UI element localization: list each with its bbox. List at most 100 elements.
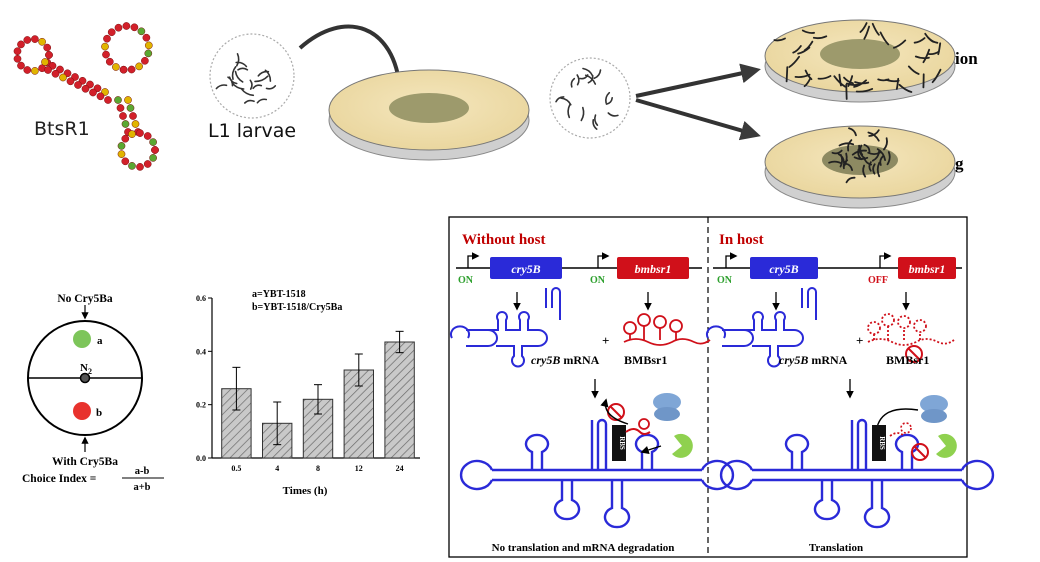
x-tick-label: 12 bbox=[355, 464, 363, 473]
worm bbox=[580, 106, 585, 122]
cry5b-mrna-right bbox=[706, 287, 817, 368]
mrna-structure bbox=[459, 459, 494, 491]
worm bbox=[871, 22, 880, 36]
nucleotide-bead bbox=[41, 58, 49, 66]
panel-right-title: In host bbox=[719, 232, 764, 248]
panel-without-host: Without host ON cry5B ON bmbsr1 cry5B mR… bbox=[450, 232, 735, 554]
worm bbox=[254, 75, 269, 83]
mrna-structure bbox=[813, 480, 841, 521]
y-tick-label: 0.6 bbox=[196, 294, 206, 303]
worm bbox=[785, 66, 789, 83]
gene-bmbsr1-left bbox=[617, 257, 689, 279]
worm bbox=[257, 70, 270, 77]
worm bbox=[560, 97, 572, 106]
worm bbox=[922, 48, 931, 64]
bound-srna bbox=[625, 428, 651, 435]
larvae-label: L1 larvae bbox=[208, 120, 296, 142]
larvae-circle-2 bbox=[549, 57, 631, 139]
worm bbox=[801, 29, 815, 34]
nucleotide-bead bbox=[114, 96, 122, 104]
bmbsr1-srna-right-dotted bbox=[867, 313, 955, 363]
nucleotide-bead bbox=[89, 88, 97, 97]
inhibit-icon bbox=[905, 345, 923, 363]
rbs-label: RBS bbox=[878, 436, 886, 450]
mrna-structure bbox=[719, 459, 754, 491]
worm bbox=[812, 35, 828, 40]
nucleotide-bead bbox=[23, 36, 32, 44]
unbound-srna bbox=[889, 432, 905, 437]
gene2-state-left: ON bbox=[590, 275, 606, 286]
nucleotide-bead bbox=[143, 132, 152, 140]
worm bbox=[240, 88, 255, 97]
worm bbox=[838, 73, 842, 87]
worm bbox=[914, 55, 930, 60]
plus-left: + bbox=[602, 333, 609, 348]
worm bbox=[587, 74, 594, 84]
mrna-structure bbox=[700, 459, 735, 491]
no-cry5ba-label: No Cry5Ba bbox=[57, 293, 113, 305]
transfer-arrow bbox=[298, 24, 409, 94]
nucleotide-bead bbox=[31, 35, 39, 43]
worm bbox=[886, 151, 891, 166]
worm bbox=[804, 69, 813, 81]
worm bbox=[838, 142, 855, 147]
nucleotide-bead bbox=[124, 96, 132, 104]
nucleotide-bead bbox=[31, 67, 39, 75]
nucleotide-bead bbox=[121, 157, 130, 166]
worm bbox=[605, 97, 613, 105]
rnase-icon bbox=[936, 433, 957, 458]
mrna-structure bbox=[590, 418, 608, 470]
worm bbox=[898, 83, 913, 93]
larvae-worms bbox=[215, 53, 277, 104]
bar bbox=[384, 341, 415, 459]
choice-index-denominator: a+b bbox=[133, 482, 150, 493]
srna-label-right: BMBsr1 bbox=[886, 353, 929, 367]
nucleotide-bead bbox=[128, 162, 136, 170]
result-plate-top bbox=[764, 19, 956, 103]
nucleotide-bead bbox=[151, 146, 159, 154]
worm bbox=[937, 42, 942, 56]
worm bbox=[927, 50, 940, 56]
mrna-loop bbox=[706, 325, 726, 339]
mrna-structure bbox=[960, 459, 995, 491]
mrna-backbone bbox=[466, 287, 561, 368]
with-cry5ba-label: With Cry5Ba bbox=[52, 456, 118, 468]
worm bbox=[863, 143, 871, 153]
worm bbox=[843, 76, 854, 85]
point-a bbox=[73, 330, 91, 348]
worm bbox=[924, 32, 935, 43]
worm bbox=[817, 75, 832, 80]
nucleotide-bead bbox=[141, 56, 149, 65]
x-axis-label: Times (h) bbox=[283, 485, 328, 497]
nucleotide-bead bbox=[121, 120, 130, 128]
worm bbox=[831, 149, 843, 155]
rbs-box bbox=[872, 425, 886, 461]
nucleotide-bead bbox=[17, 61, 25, 70]
nucleotide-bead bbox=[121, 134, 130, 143]
srna-strand bbox=[623, 321, 637, 335]
worm bbox=[570, 77, 576, 88]
srna-label-left: BMBsr1 bbox=[624, 353, 667, 367]
choice-index-numerator: a-b bbox=[135, 466, 150, 477]
mrna-structure bbox=[863, 480, 891, 529]
worm bbox=[859, 22, 868, 33]
nucleotide-bead bbox=[126, 104, 135, 112]
x-tick-label: 24 bbox=[396, 464, 404, 473]
nucleotide-bead bbox=[136, 129, 144, 137]
worm bbox=[236, 53, 240, 67]
gene-cry5b-right bbox=[750, 257, 818, 279]
nucleotide-bead bbox=[128, 130, 136, 138]
rbs-label: RBS bbox=[618, 436, 626, 450]
nucleotide-bead bbox=[13, 47, 22, 56]
nucleotide-bead bbox=[149, 138, 157, 146]
point-a-label: a bbox=[97, 335, 103, 347]
worm bbox=[862, 164, 867, 178]
start-plate bbox=[328, 69, 530, 161]
worm bbox=[853, 79, 867, 88]
worm bbox=[582, 67, 594, 77]
n2-label: N2 bbox=[80, 362, 92, 376]
worm bbox=[872, 163, 876, 175]
nucleotide-bead bbox=[101, 42, 109, 51]
srna-strand bbox=[653, 315, 667, 329]
nucleotide-bead bbox=[51, 69, 60, 78]
